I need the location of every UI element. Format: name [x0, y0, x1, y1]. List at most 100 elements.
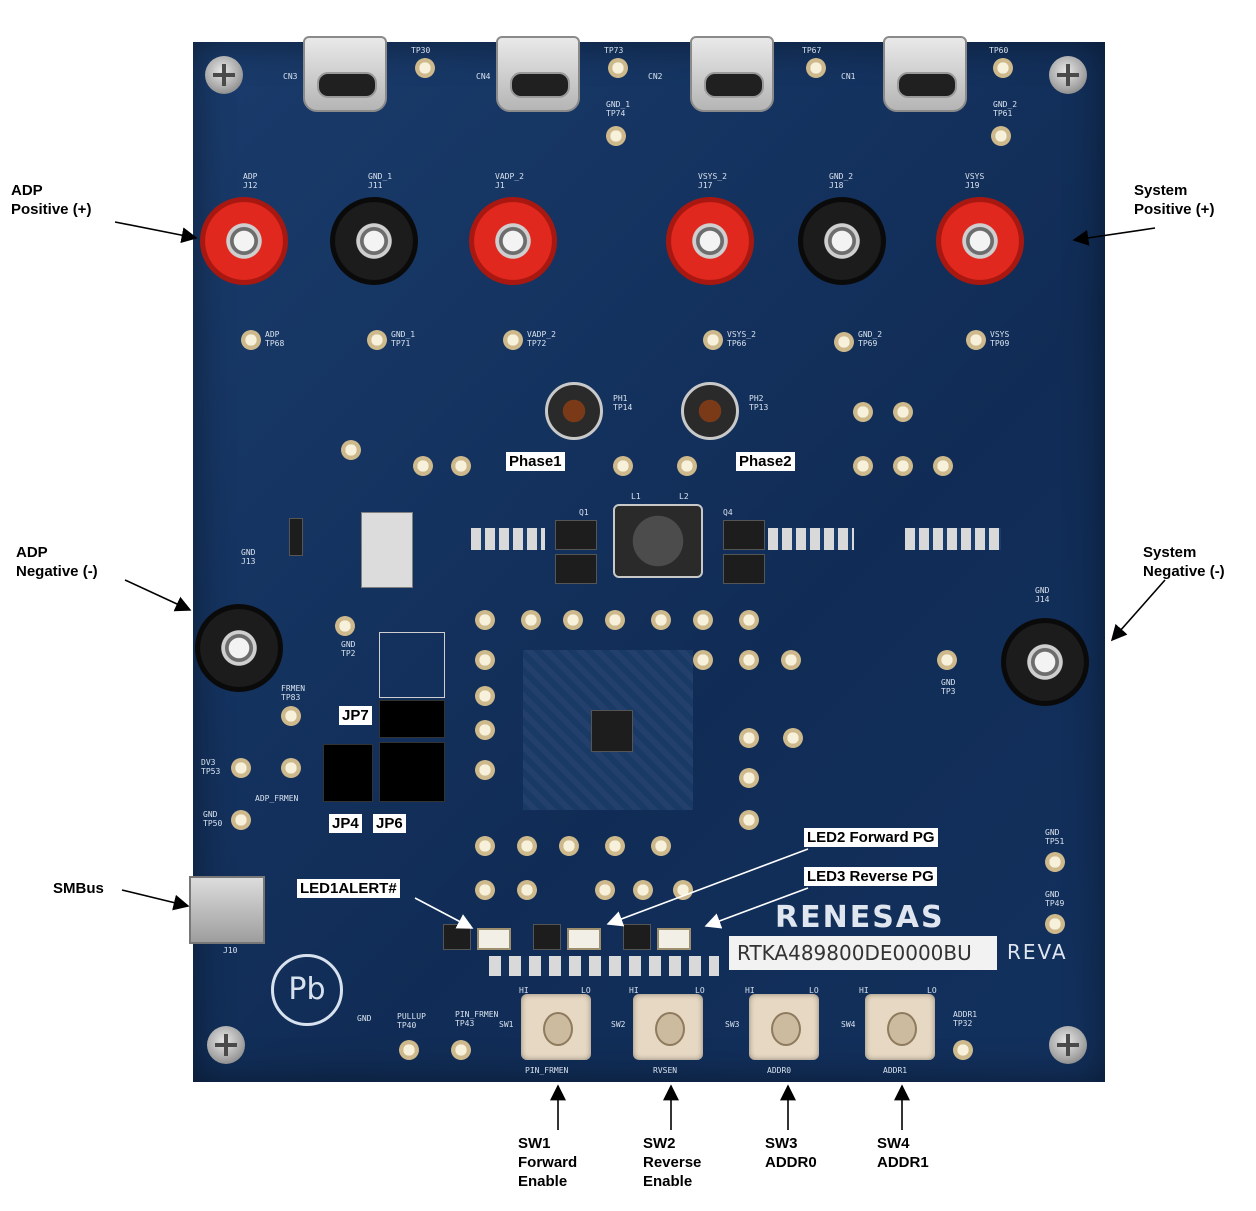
mounting-screw-bottom-left: [207, 1026, 245, 1064]
adp-positive-binding-post[interactable]: [200, 197, 288, 285]
silk-gnd2-tp69: GND_2 TP69: [858, 330, 883, 348]
test-point-adp: [475, 650, 495, 670]
test-point-adp-frmen: [281, 758, 301, 778]
silk-gnd-j13: GND J13: [241, 548, 256, 566]
vsys2-binding-post[interactable]: [666, 197, 754, 285]
jumper-jp6[interactable]: [379, 742, 445, 802]
sw3-addr0-switch[interactable]: [749, 994, 819, 1060]
silk-gnd2-j18: GND_2 J18: [829, 172, 854, 190]
mounting-screw-top-left: [205, 56, 243, 94]
test-point-csop1: [853, 402, 873, 422]
silk-pullup-tp40: PULLUP TP40: [397, 1012, 426, 1030]
gnd1-binding-post[interactable]: [330, 197, 418, 285]
test-point-tp30: [415, 58, 435, 78]
phase2-probe-ring: [681, 382, 739, 440]
silk-l2: L2: [679, 492, 689, 501]
label-phase2: Phase2: [736, 452, 795, 471]
mosfet-q4: [723, 520, 765, 550]
silk-sw3-hi: HI: [745, 986, 755, 995]
jumper-jp7[interactable]: [379, 700, 445, 738]
jumper-jp4[interactable]: [323, 744, 373, 802]
led1-alert: [477, 928, 511, 950]
label-led1-alert: LED1ALERT#: [297, 879, 400, 898]
led2-forward-pg: [567, 928, 601, 950]
test-point-tp53: [231, 758, 251, 778]
test-point-ug2: [739, 610, 759, 630]
silk-gnd-tp49: GND TP49: [1045, 890, 1065, 908]
usb-c-connector-cn3: [303, 36, 387, 112]
test-point-tp83: [281, 706, 301, 726]
callout-sw4: SW4 ADDR1: [877, 1135, 929, 1171]
silk-adp-j12: ADP J12: [243, 172, 258, 190]
test-point-tp40: [399, 1040, 419, 1060]
sw4-addr1-switch[interactable]: [865, 994, 935, 1060]
test-point-rvspg: [595, 880, 615, 900]
silk-dv3-tp53: DV3 TP53: [201, 758, 221, 776]
silk-addr1-tp32: ADDR1 TP32: [953, 1010, 978, 1028]
test-point-sda: [475, 836, 495, 856]
silk-tp30: TP30: [411, 46, 431, 55]
arrow-adp-negative: [124, 579, 192, 612]
silk-sw1-hi: HI: [519, 986, 529, 995]
test-point-tp20: [475, 686, 495, 706]
system-negative-binding-post[interactable]: [1001, 618, 1089, 706]
test-point-tp67: [806, 58, 826, 78]
silk-vsys2-tp66: VSYS_2 TP66: [727, 330, 756, 348]
renesas-logo: RENESAS: [775, 900, 945, 935]
silk-sw1-lo: LO: [581, 986, 591, 995]
test-point-tp3: [413, 456, 433, 476]
silk-sw2: SW2: [611, 1020, 626, 1029]
test-point-tp73: [608, 58, 628, 78]
silk-addr1: ADDR1: [883, 1066, 908, 1075]
silk-sw4-lo: LO: [927, 986, 937, 995]
smbus-mini-usb-connector[interactable]: [189, 876, 265, 944]
test-point-compr: [651, 836, 671, 856]
test-point-tp32: [953, 1040, 973, 1060]
silk-gnd1-j11: GND_1 J11: [368, 172, 393, 190]
inductor-l1: [613, 504, 703, 578]
test-point-vsys1: [783, 728, 803, 748]
silk-cn2: CN2: [648, 72, 663, 81]
vadp2-binding-post[interactable]: [469, 197, 557, 285]
label-jp6: JP6: [373, 814, 406, 833]
sw1-forward-enable-switch[interactable]: [521, 994, 591, 1060]
test-point-tp4: [933, 456, 953, 476]
label-phase1: Phase1: [506, 452, 565, 471]
test-point-scl: [517, 836, 537, 856]
capacitor-bank-right-2: [905, 528, 1001, 550]
test-point-tp2: [335, 616, 355, 636]
silk-gnd: GND: [357, 1014, 372, 1023]
sw2-reverse-enable-switch[interactable]: [633, 994, 703, 1060]
silk-ph2-tp13: PH2 TP13: [749, 394, 769, 412]
silk-pin-frmen: PIN_FRMEN: [525, 1066, 569, 1075]
silk-rvsen: RVSEN: [653, 1066, 678, 1075]
test-point-cson: [739, 768, 759, 788]
silk-tp60: TP60: [989, 46, 1009, 55]
test-point-tp49: [1045, 914, 1065, 934]
silk-tp67: TP67: [802, 46, 822, 55]
adp-negative-binding-post[interactable]: [195, 604, 283, 692]
silk-gnd2-tp61: GND_2 TP61: [993, 100, 1018, 118]
system-positive-binding-post[interactable]: [936, 197, 1024, 285]
silk-gnd1-tp71: GND_1 TP71: [391, 330, 416, 348]
silk-l1: L1: [631, 492, 641, 501]
capacitor-bank-right-1: [768, 528, 854, 550]
mosfet-q2: [555, 554, 597, 584]
callout-sw1: SW1 Forward Enable: [518, 1135, 578, 1190]
callout-sw3: SW3 ADDR0: [765, 1135, 817, 1171]
mounting-screw-bottom-right: [1049, 1026, 1087, 1064]
led3-reverse-pg: [657, 928, 691, 950]
test-point-frwpg: [517, 880, 537, 900]
test-point-tp51: [1045, 852, 1065, 872]
test-point-bt1: [605, 610, 625, 630]
test-point-tp21: [475, 720, 495, 740]
silk-sw2-lo: LO: [695, 986, 705, 995]
silk-gnd-tp2: GND TP2: [341, 640, 356, 658]
test-point-tp29: [893, 456, 913, 476]
arrow-led2: [606, 848, 809, 927]
gnd2-binding-post[interactable]: [798, 197, 886, 285]
test-point-ph2: [677, 456, 697, 476]
silk-adp-tp68: ADP TP68: [265, 330, 285, 348]
arrow-led1: [414, 897, 474, 929]
test-point-alert: [475, 880, 495, 900]
